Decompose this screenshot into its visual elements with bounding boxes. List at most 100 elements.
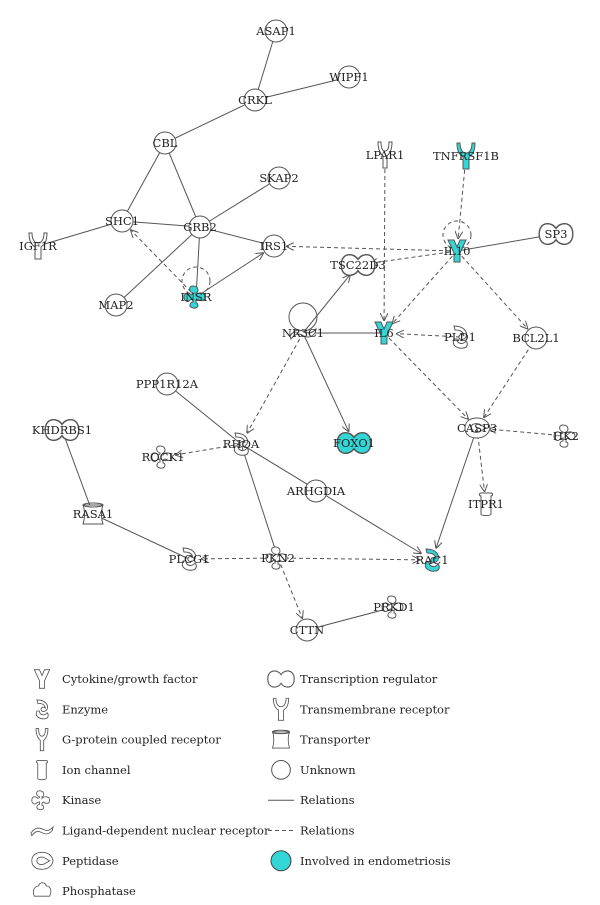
node-pld1[interactable]: PLD1 <box>444 325 476 349</box>
edge-grb2-irs1 <box>199 226 275 247</box>
node-shc1[interactable]: SHC1 <box>105 209 139 233</box>
edge-ppp1r12a-rhoa <box>166 383 242 445</box>
node-cttn[interactable]: CTTN <box>290 618 324 642</box>
unknown-icon <box>337 65 361 89</box>
node-label: IGF1R <box>19 239 57 253</box>
edge-cbl-grb2 <box>164 142 201 228</box>
node-khdrbs1[interactable]: KHDRBS1 <box>32 419 92 441</box>
transcription-icon <box>267 670 295 688</box>
node-arhgdia[interactable]: ARHGDIA <box>286 479 346 503</box>
cytokine-icon <box>374 321 394 345</box>
node-il10[interactable]: IL10 <box>444 239 471 263</box>
edge-pkn2-plcg1 <box>202 558 279 559</box>
edge-pkn2-rac1 <box>277 558 419 560</box>
node-label: SKAP2 <box>259 171 298 185</box>
node-label: SHC1 <box>105 214 139 228</box>
transcription-icon <box>340 254 376 276</box>
node-label: CBL <box>153 136 178 150</box>
node-label: WIPF1 <box>329 70 368 84</box>
node-label: TNFRSF1B <box>433 149 499 163</box>
edge-nr3c1-rhoa <box>247 332 304 433</box>
node-insr[interactable]: INSR <box>180 285 212 309</box>
edge-rasa1-plcg1 <box>92 513 190 560</box>
unknown-icon <box>155 372 179 396</box>
node-casp3[interactable]: CASP3 <box>457 417 497 439</box>
node-tnfrsf1b[interactable]: TNFRSF1B <box>433 142 499 170</box>
node-label: PLD1 <box>444 330 476 344</box>
highlight-icon <box>270 850 292 872</box>
edge-nr3c1-tsc22d3 <box>302 275 350 334</box>
node-igf1r[interactable]: IGF1R <box>19 232 57 260</box>
unknown-icon <box>104 293 128 317</box>
kinase-icon <box>553 424 576 448</box>
enzyme-icon <box>35 699 49 720</box>
node-label: RASA1 <box>73 507 113 521</box>
node-cbl[interactable]: CBL <box>153 131 178 155</box>
node-prkd1[interactable]: PRKD1 <box>373 595 415 619</box>
node-tsc22d3[interactable]: TSC22D3 <box>330 254 386 276</box>
legend-item-gpcr: G-protein coupled receptor <box>35 728 221 752</box>
legend-item-transporter: Transporter <box>271 729 371 749</box>
node-sp3[interactable]: SP3 <box>538 223 574 245</box>
transmembrane-icon <box>272 697 290 721</box>
node-label: CTTN <box>290 623 324 637</box>
node-asap1[interactable]: ASAP1 <box>255 19 296 43</box>
legend-item-ion: Ion channel <box>36 760 131 781</box>
edge-casp3-rac1 <box>436 427 478 548</box>
node-il6[interactable]: IL6 <box>374 321 394 345</box>
node-nr3c1[interactable]: NR3C1 <box>282 326 324 341</box>
legend-label: Involved in endometriosis <box>300 854 451 868</box>
enzyme-icon <box>181 547 197 571</box>
node-pkn2[interactable]: PKN2 <box>261 546 295 570</box>
node-skap2[interactable]: SKAP2 <box>259 166 299 190</box>
unknown-icon <box>262 234 286 258</box>
legend-label: Relations <box>300 824 355 838</box>
node-wipf1[interactable]: WIPF1 <box>329 65 369 89</box>
node-ppp1r12a[interactable]: PPP1R12A <box>136 372 199 396</box>
legend-label: Enzyme <box>62 702 108 716</box>
gpcr-icon <box>35 728 49 752</box>
node-plcg1[interactable]: PLCG1 <box>169 547 210 571</box>
node-foxo1[interactable]: FOXO1 <box>333 432 375 454</box>
node-bcl2l1[interactable]: BCL2L1 <box>512 326 560 350</box>
node-irs1[interactable]: IRS1 <box>260 234 288 258</box>
node-lpar1[interactable]: LPAR1 <box>366 141 405 169</box>
enzyme-icon <box>233 432 249 456</box>
edge-pld1-il6 <box>397 334 461 337</box>
unknown-icon <box>153 131 177 155</box>
node-label: ROCK1 <box>142 450 185 464</box>
transcription-icon <box>538 223 574 245</box>
transporter-icon <box>271 729 291 749</box>
legend-item-enzyme: Enzyme <box>35 699 108 720</box>
legend-label: Transcription regulator <box>300 672 438 686</box>
transmembrane-icon <box>456 142 476 170</box>
node-hk2[interactable]: HK2 <box>553 424 579 448</box>
node-label: BCL2L1 <box>512 331 559 345</box>
node-label: INSR <box>180 290 211 304</box>
edge-il10-bcl2l1 <box>456 250 527 328</box>
peptidase-icon <box>464 417 491 439</box>
legend-label: Peptidase <box>62 854 119 868</box>
ion-icon <box>36 760 48 781</box>
node-label: SP3 <box>545 227 568 241</box>
legend-item-transmembrane: Transmembrane receptor <box>272 697 450 721</box>
node-itpr1[interactable]: ITPR1 <box>468 492 504 516</box>
unknown-icon <box>264 19 288 43</box>
legend-item-unknown: Unknown <box>271 760 356 780</box>
transmembrane-icon <box>28 232 48 260</box>
node-rasa1[interactable]: RASA1 <box>73 502 113 525</box>
node-label: ARHGDIA <box>286 484 346 498</box>
ion-icon <box>479 492 493 516</box>
node-rock1[interactable]: ROCK1 <box>142 445 185 469</box>
node-rac1[interactable]: RAC1 <box>415 548 449 572</box>
node-label: PKN2 <box>261 551 295 565</box>
edge-skap2-grb2 <box>199 177 280 228</box>
node-crkl[interactable]: CRKL <box>238 88 272 112</box>
legend-label: Relations <box>300 793 355 807</box>
unknown-icon <box>295 618 319 642</box>
edge-igf1r-shc1 <box>37 220 123 247</box>
node-rhoa[interactable]: RHOA <box>223 432 260 456</box>
node-map2[interactable]: MAP2 <box>98 293 134 317</box>
node-grb2[interactable]: GRB2 <box>183 215 217 239</box>
node-label: IL6 <box>374 326 394 340</box>
